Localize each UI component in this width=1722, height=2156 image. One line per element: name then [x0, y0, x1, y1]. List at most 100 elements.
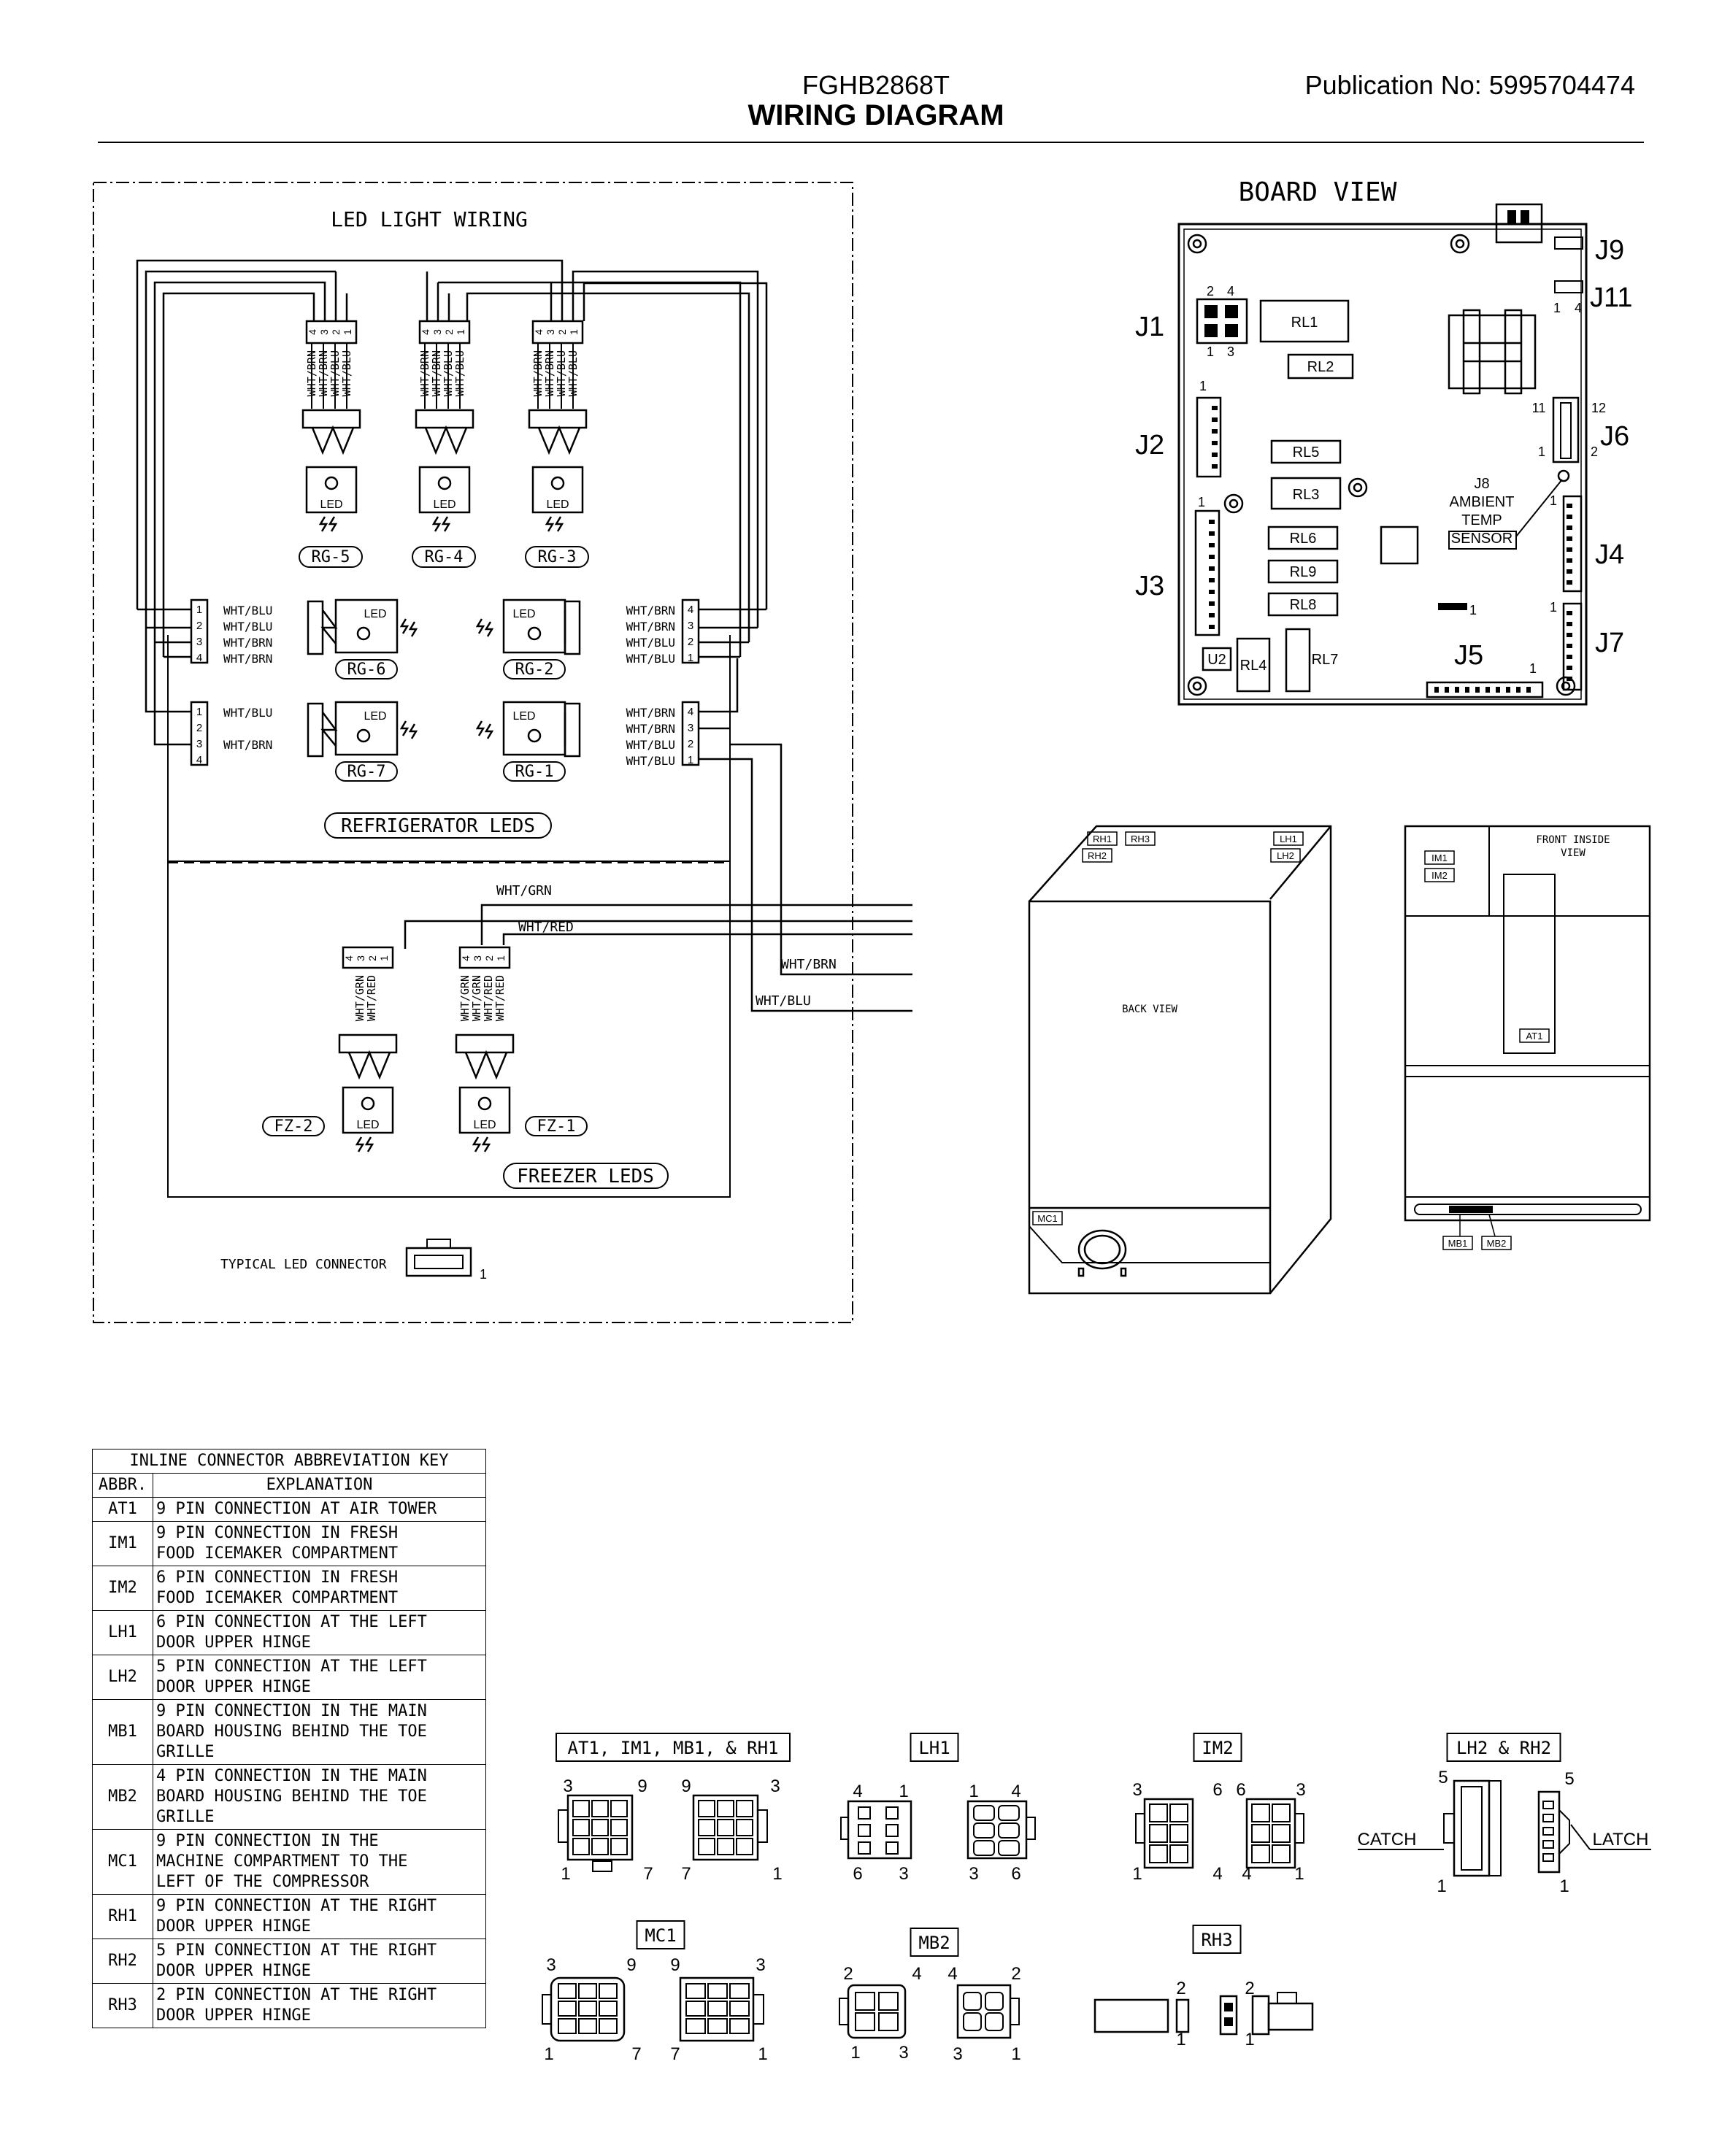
led-text: LED: [546, 498, 569, 511]
wire-label: WHT/RED: [365, 975, 378, 1021]
key-explanation-line: GRILLE: [156, 1808, 215, 1826]
pin-tick: [1567, 558, 1572, 563]
group-id-rg-1: RG-1: [515, 763, 554, 781]
key-explanation-line: 2 PIN CONNECTION AT THE RIGHT: [156, 1986, 437, 2004]
latch: [558, 1809, 569, 1843]
pin-number: 2: [483, 955, 495, 961]
latch: [757, 1809, 768, 1843]
label-rl6: RL6: [1290, 531, 1317, 547]
legend-pin-number: 7: [643, 1864, 653, 1884]
relay-rl8: [1267, 592, 1339, 617]
sensor-label-box: [1448, 531, 1517, 550]
label-j5: J5: [1454, 640, 1483, 671]
pin-number: 2: [196, 620, 202, 632]
j3-connector: [1194, 509, 1221, 636]
sensor-leader: [1515, 479, 1563, 537]
pin-tick: [1209, 613, 1215, 617]
group-id-rg-3: RG-3: [538, 548, 577, 566]
side-connector: [681, 598, 700, 664]
led-module: [334, 701, 399, 756]
led-leads: [464, 1050, 508, 1080]
legend-mc1-male: [679, 1976, 764, 2042]
pin-number: 4: [307, 329, 318, 335]
wire-label: WHT/BLU: [626, 754, 675, 768]
pin-number: 3: [545, 329, 556, 335]
abbreviation-key-table: INLINE CONNECTOR ABBREVIATION KEY ABBR. …: [92, 1449, 486, 2028]
led-text: LED: [512, 608, 535, 620]
j9-connector: [1554, 236, 1583, 250]
key-explanation-line: 4 PIN CONNECTION IN THE MAIN: [156, 1767, 427, 1785]
legend-im2-title-box: [1193, 1733, 1242, 1762]
page-title: WIRING DIAGRAM: [747, 99, 1004, 131]
key-abbr: RH1: [92, 1894, 153, 1939]
led-text: LED: [364, 608, 386, 620]
legend-at1-group-title: AT1, IM1, MB1, & RH1: [568, 1738, 779, 1758]
back-view-label: BACK VIEW: [1122, 1004, 1177, 1015]
legend-pin-number: 6: [1236, 1780, 1245, 1800]
led-plug: [564, 600, 581, 655]
pin-tick: [1506, 687, 1510, 693]
wire-label: WHT/BRN: [626, 620, 675, 634]
wire-label: WHT/BRN: [626, 604, 675, 617]
light-bolt-icon: [409, 723, 418, 740]
front-view-label-2: VIEW: [1561, 847, 1585, 859]
pin-number: 3: [318, 329, 330, 335]
key-explanation-line: 9 PIN CONNECTION IN FRESH: [156, 1524, 399, 1542]
legend-mc1-female: [542, 1976, 626, 2042]
pin-tick: [1567, 580, 1572, 585]
tag-box: [1424, 850, 1455, 865]
legend-pin-number: 4: [1242, 1864, 1251, 1884]
legend-pin-number: 3: [756, 1955, 765, 1975]
led-plug: [528, 409, 588, 429]
label-rl9: RL9: [1290, 564, 1317, 580]
bus-label-wht-blu: WHT/BLU: [756, 993, 811, 1009]
pin-tick: [1567, 655, 1572, 659]
pin-number: 2: [366, 955, 378, 961]
pin-number: 2: [688, 738, 693, 750]
tag-box: [1442, 1236, 1473, 1250]
pin-number: 4: [460, 955, 472, 961]
led-plug: [338, 1033, 398, 1054]
legend-pin-number: 3: [1296, 1780, 1305, 1800]
freezer-leds-pill: [503, 1163, 669, 1189]
tag-box: [1519, 1028, 1550, 1043]
wire-label: WHT/GRN: [353, 975, 366, 1021]
legend-pin-number: 7: [670, 2044, 680, 2064]
tag-box: [1424, 868, 1455, 882]
connector-header: [342, 946, 394, 969]
light-bolt-icon: [555, 515, 564, 533]
legend-pin-number: 2: [1176, 1979, 1185, 1998]
legend-pin-number: 1: [1176, 2030, 1185, 2049]
group-id-pill: [525, 546, 589, 568]
light-bolt-icon: [485, 620, 493, 638]
pin-number: 1: [688, 652, 693, 664]
legend-pin-number: 5: [1564, 1769, 1574, 1789]
key-abbr: MC1: [92, 1829, 153, 1895]
legend-pin-number: 6: [1212, 1780, 1222, 1800]
key-explanation-line: DOOR UPPER HINGE: [156, 1917, 311, 1936]
board-view-title: BOARD VIEW: [1239, 177, 1397, 207]
side-connector: [190, 598, 209, 664]
pin-number: 3: [196, 738, 202, 750]
wire-label: WHT/BLU: [626, 636, 675, 650]
legend-lh1-female: [840, 1800, 912, 1860]
wire-label: WHT/RED: [493, 975, 507, 1021]
relay-rl1: [1259, 299, 1350, 343]
led-plug: [415, 409, 474, 429]
key-explanation-line: DOOR UPPER HINGE: [156, 1678, 311, 1696]
pin-number: 2: [196, 722, 202, 734]
legend-pin-number: 3: [953, 2044, 962, 2064]
wire-label: WHT/BRN: [626, 722, 675, 736]
pin-number: 4: [196, 754, 202, 766]
led-plug: [455, 1033, 515, 1054]
pin-tick: [1567, 525, 1572, 530]
typical-connector-pins: [414, 1255, 464, 1269]
pin-tick: [1209, 531, 1215, 536]
